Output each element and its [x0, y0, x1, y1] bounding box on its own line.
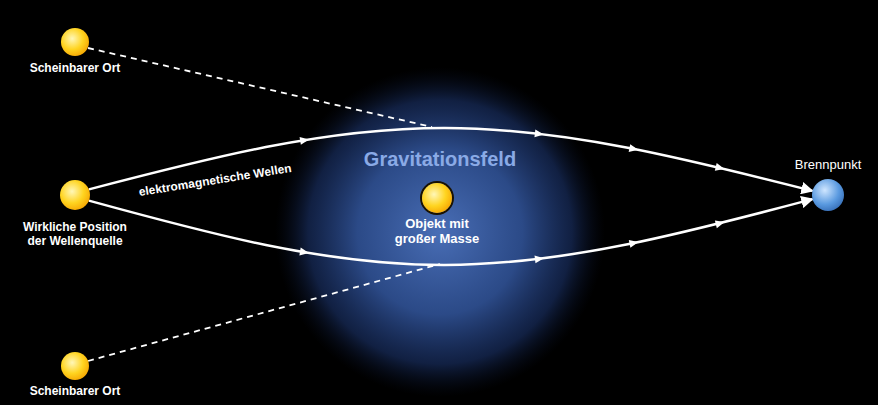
ray-arrowhead — [629, 238, 639, 248]
sun-icon: Wirkliche Position der Wellenquelle — [60, 180, 90, 210]
ray-arrowhead — [300, 135, 310, 144]
ray-arrowhead — [629, 144, 639, 154]
apparent-ray-line — [88, 48, 432, 127]
ray-arrowhead — [534, 129, 544, 138]
apparent-ray-line — [88, 264, 440, 361]
sun-icon: Scheinbarer Ort — [61, 352, 89, 380]
field-region: Objekt mit großer Masse Gravitationsfeld — [275, 67, 605, 397]
ray-arrowhead — [715, 218, 726, 228]
gravitational-field-glow — [275, 67, 605, 397]
field-label: Gravitationsfeld — [364, 148, 516, 171]
earth-icon: Brennpunkt — [812, 179, 844, 211]
ray-arrowhead — [535, 254, 545, 263]
position-label: Scheinbarer Ort — [30, 62, 121, 76]
position-label: Wirkliche Position der Wellenquelle — [15, 220, 135, 250]
focus-label: Brennpunkt — [795, 158, 862, 173]
object-label: Objekt mit großer Masse — [385, 217, 489, 247]
position-label: Scheinbarer Ort — [30, 385, 121, 399]
ray-label: elektromagnetische Wellen — [138, 162, 293, 200]
light-ray — [89, 199, 813, 265]
ray-arrowhead — [715, 163, 726, 173]
sun-icon: Scheinbarer Ort — [61, 28, 89, 56]
ray-arrowhead — [299, 248, 309, 257]
mass-object: Objekt mit großer Masse — [422, 183, 452, 213]
